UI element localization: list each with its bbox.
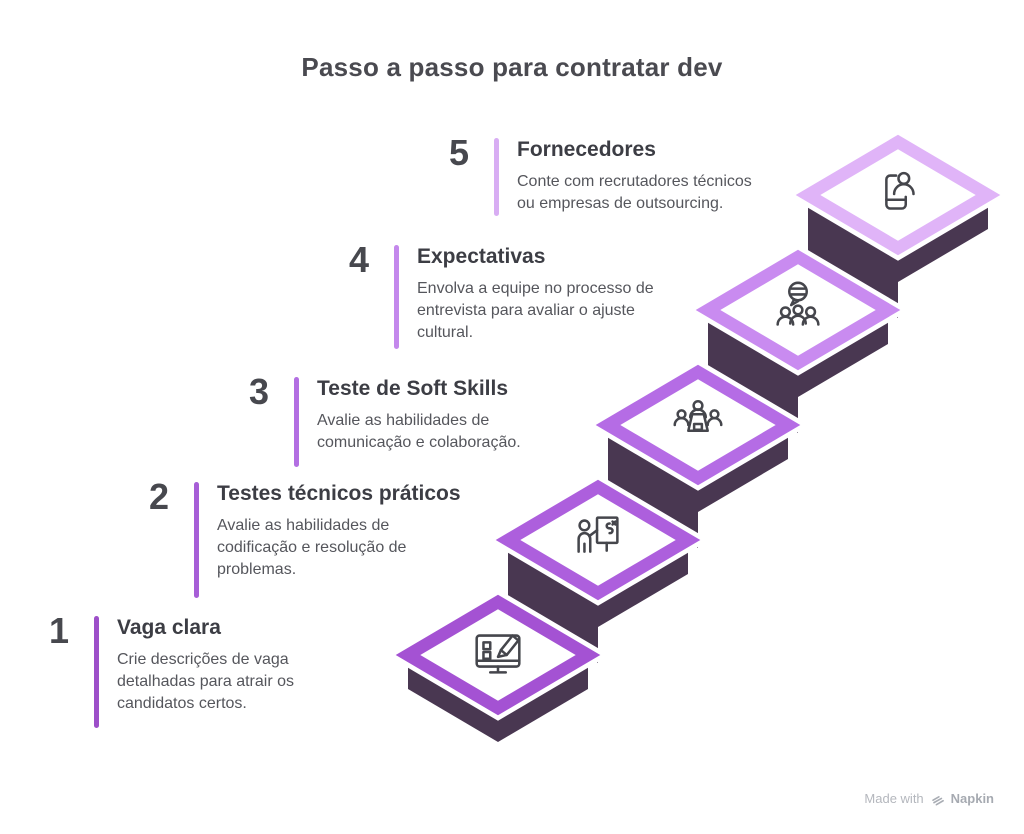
step-accent-bar [494,138,499,216]
watermark-brand: Napkin [950,791,994,806]
step-number: 2 [148,476,170,517]
step-number: 3 [248,371,270,412]
step-number: 5 [448,132,470,173]
step-number: 4 [348,239,370,280]
stair-step-top-4 [695,249,901,371]
step-accent-bar [394,245,399,349]
step-description: Conte com recrutadores técnicos ou empre… [517,173,752,212]
step-accent-bar [94,616,99,728]
stair-step-top-5 [795,134,1001,256]
step-description: Avalie as habilidades de codificação e r… [217,517,407,578]
page-title: Passo a passo para contratar dev [301,52,723,82]
step-description: Crie descrições de vaga detalhadas para … [117,651,294,712]
step-title: Fornecedores [517,138,656,161]
step-title: Expectativas [417,245,546,268]
step-description: Envolva a equipe no processo de entrevis… [417,280,654,341]
step-number: 1 [48,610,70,651]
stair-geometry [386,129,1010,742]
step-accent-bar [294,377,299,467]
watermark-prefix: Made with [864,791,924,806]
step-description: Avalie as habilidades de comunicação e c… [317,412,521,451]
step-title: Teste de Soft Skills [317,377,508,400]
step-accent-bar [194,482,199,598]
watermark: Made with Napkin [864,791,994,806]
step-title: Vaga clara [117,616,221,639]
napkin-logo-icon [931,796,944,806]
step-title: Testes técnicos práticos [217,482,461,505]
